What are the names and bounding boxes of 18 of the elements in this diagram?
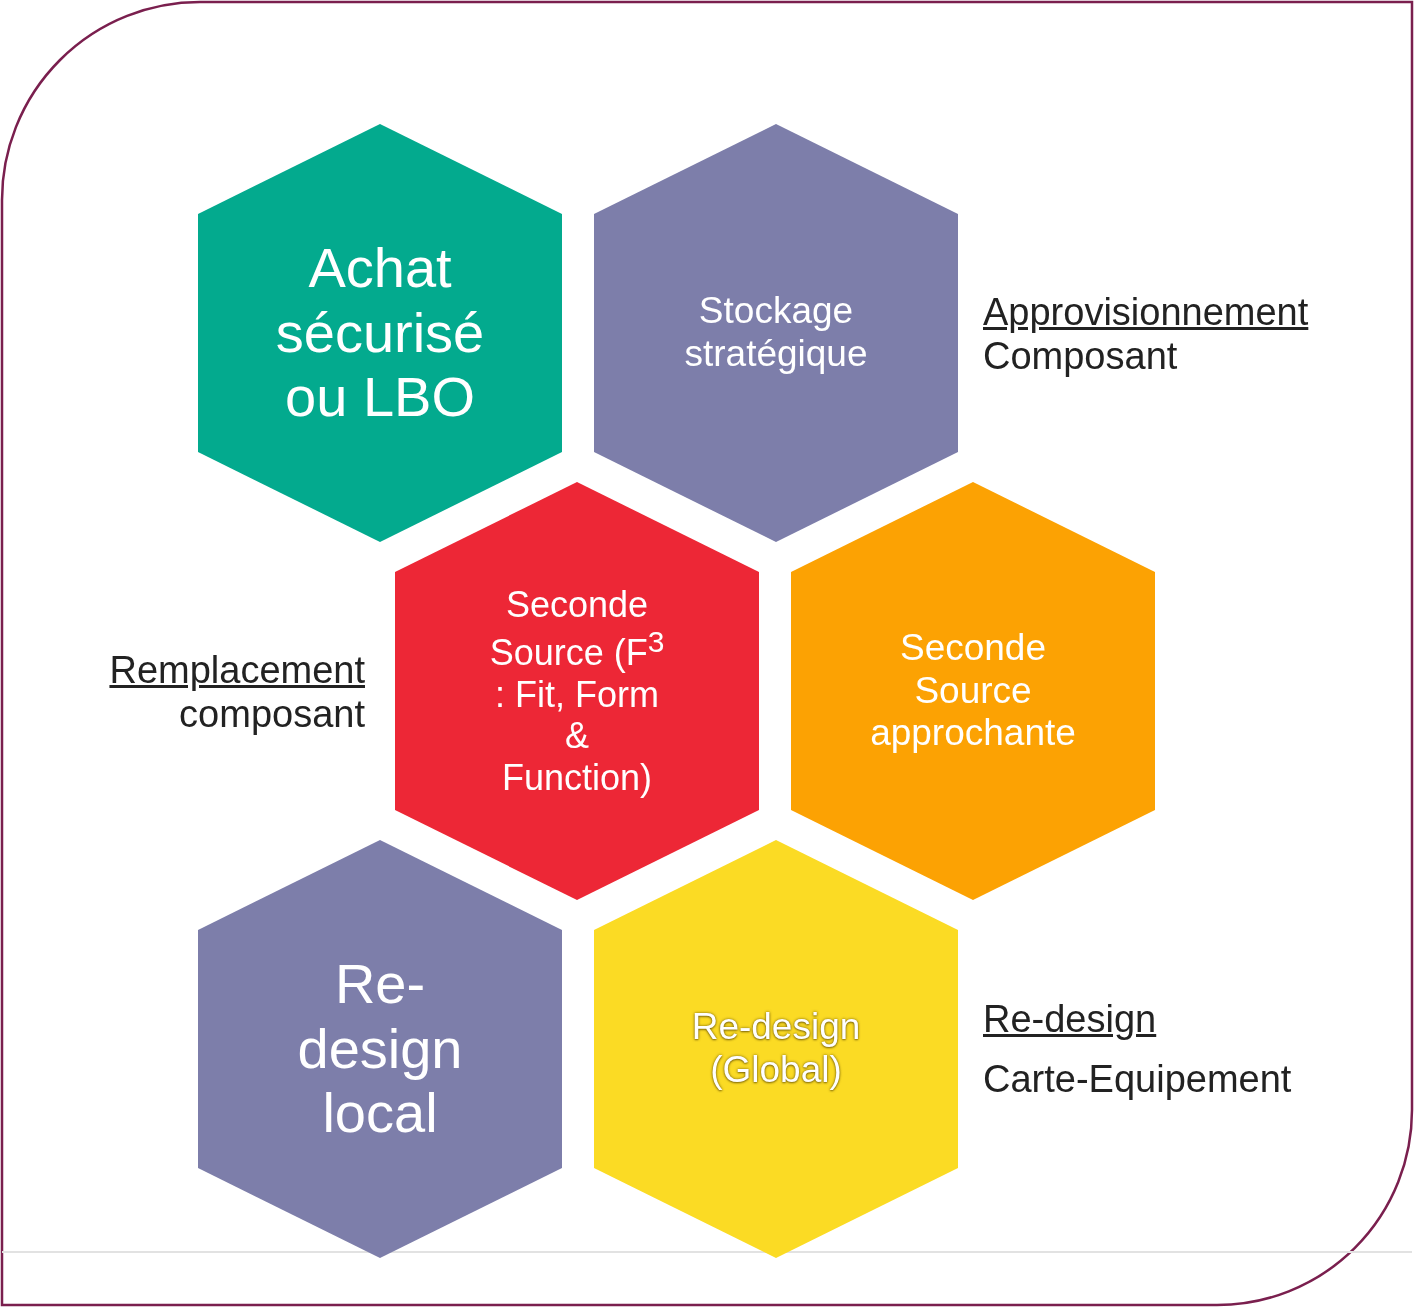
hexagon-tile — [198, 840, 562, 1258]
hexagon-tile — [594, 840, 958, 1258]
hexagon-tile — [198, 124, 562, 542]
category-subtitle: Composant — [983, 334, 1178, 379]
hexagon-label: Stockage stratégique — [683, 290, 869, 376]
category-subtitle: composant — [179, 692, 365, 737]
category-heading: Re-design — [983, 997, 1157, 1042]
hexagon-tile — [791, 482, 1155, 900]
hexagon-tile — [395, 482, 759, 900]
hexagon-label: Seconde Source approchante — [869, 627, 1077, 755]
hexagon-label: Re-design local — [296, 952, 464, 1146]
hexagon-label: Achat sécurisé ou LBO — [274, 236, 486, 430]
hexagon-label: Seconde Source (F$^{3}$ : Fit, Form & Function) — [488, 584, 666, 798]
category-subtitle: Carte-Equipement — [983, 1057, 1292, 1102]
hexagon-tile — [594, 124, 958, 542]
hexagon-label: Re-design (Global) — [690, 1006, 862, 1092]
category-heading: Remplacement — [109, 648, 365, 693]
category-heading: Approvisionnement — [983, 290, 1309, 335]
